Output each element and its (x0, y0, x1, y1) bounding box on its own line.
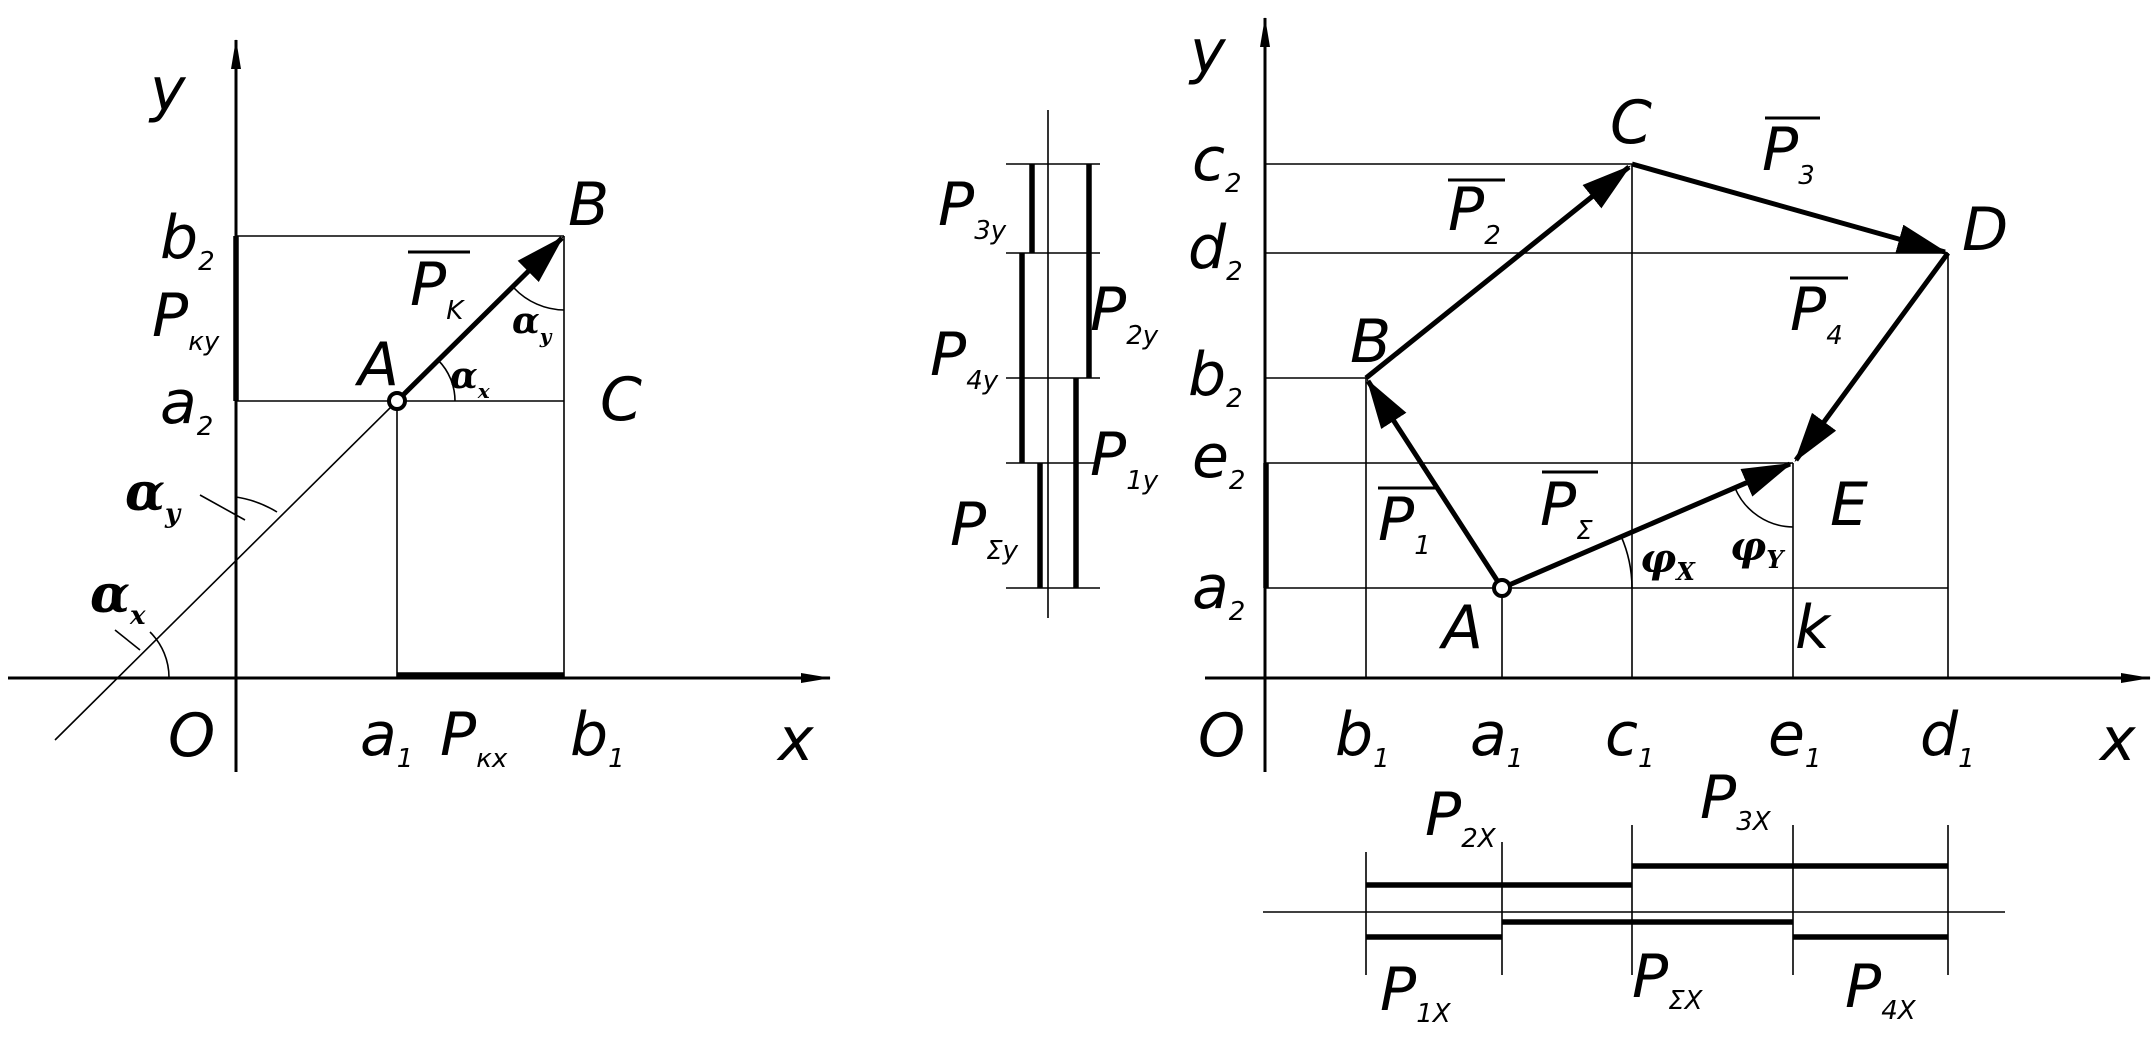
right-label-k: k (1795, 593, 1832, 663)
right-vector-p2 (1364, 165, 1631, 380)
middle-label-p3y: P3y (938, 170, 1007, 246)
left-label-pky: Pку (152, 281, 220, 357)
right-label-a2: a2 (1192, 553, 1245, 627)
left-label-alpha-x-side: αx (90, 564, 146, 631)
right-label-d2: d2 (1188, 213, 1243, 287)
left-extension-line (54, 400, 398, 741)
left-point-a (387, 391, 407, 411)
right-label-b: B (1350, 307, 1391, 377)
right-label-a: A (1438, 593, 1483, 663)
right-point-a (1492, 578, 1512, 598)
right-label-a1: a1 (1470, 700, 1523, 774)
right-label-e: E (1830, 470, 1868, 540)
bottom-diagram: P2X P3X P1X PΣX P4X (1263, 763, 2005, 1029)
right-label-c: C (1610, 88, 1652, 158)
middle-diagram: P3y P2y P4y P1y PΣy (930, 110, 1159, 618)
left-leader-alpha-x (114, 629, 141, 651)
right-vector-p4 (1793, 251, 1951, 463)
right-label-p1: P1 (1378, 485, 1431, 561)
left-label-a2: a2 (160, 368, 213, 442)
right-diagram: y x O C D B E A k c2 d2 b2 e2 a2 b1 a1 c… (1188, 17, 2151, 775)
bottom-label-p4x: P4X (1845, 952, 1917, 1026)
left-label-b2: b2 (160, 203, 215, 277)
left-arc-alpha-y (513, 287, 565, 311)
right-vector-p1 (1365, 378, 1505, 590)
right-label-psum: PΣ (1540, 470, 1593, 546)
left-arc-alpha-x-side (149, 631, 170, 679)
right-label-y: y (1188, 17, 1227, 87)
left-label-pkx: Pкх (440, 700, 508, 774)
right-label-origin: O (1198, 701, 1245, 771)
left-vector-pk (395, 236, 564, 403)
right-label-b2: b2 (1188, 340, 1243, 414)
middle-label-psy: PΣy (950, 490, 1019, 566)
left-label-c: C (600, 365, 642, 435)
left-label-y: y (148, 55, 187, 125)
left-label-x: x (776, 705, 814, 775)
right-arc-phi-y (1734, 487, 1794, 528)
right-label-p3: P3 (1762, 115, 1815, 191)
bottom-label-p3x: P3X (1700, 763, 1772, 837)
left-leader-alpha-y (199, 494, 246, 521)
left-label-a: A (354, 330, 399, 400)
right-label-p2: P2 (1448, 175, 1501, 251)
left-diagram: y x O B A C b2 a2 Pку a1 Pкх b1 PK αy αx… (8, 39, 831, 775)
right-label-c1: c1 (1605, 700, 1655, 774)
right-label-d: D (1962, 195, 2008, 265)
bottom-label-psx: PΣX (1632, 942, 1704, 1016)
left-label-pk: PK (410, 250, 465, 326)
bottom-label-p2x: P2X (1425, 780, 1497, 854)
right-label-e1: e1 (1768, 700, 1821, 774)
middle-label-p4y: P4y (930, 320, 999, 396)
right-label-c2: c2 (1192, 125, 1242, 199)
right-label-phi-y: φY (1730, 523, 1786, 574)
middle-label-p2y: P2y (1090, 275, 1159, 351)
right-label-d1: d1 (1920, 700, 1975, 774)
right-vector-psum (1501, 461, 1793, 591)
right-label-p4: P4 (1790, 275, 1843, 351)
right-label-e2: e2 (1192, 422, 1245, 496)
bottom-label-p1x: P1X (1380, 955, 1452, 1029)
right-label-phi-x: φX (1640, 535, 1696, 586)
left-label-a1: a1 (360, 700, 413, 774)
left-label-b: B (568, 170, 609, 240)
right-label-x: x (2098, 705, 2136, 775)
left-label-alpha-y-top: αy (512, 300, 553, 348)
right-arc-phi-x (1620, 535, 1633, 589)
left-arc-alpha-y-side (235, 496, 278, 513)
left-label-alpha-x-mid: αx (450, 355, 491, 403)
left-label-alpha-y-side: αy (125, 462, 182, 529)
right-vector-p3 (1631, 161, 1948, 255)
left-arc-alpha-x (437, 359, 456, 402)
left-label-b1: b1 (570, 700, 625, 774)
right-label-b1: b1 (1335, 700, 1390, 774)
middle-label-p1y: P1y (1090, 420, 1159, 496)
left-label-origin: O (168, 701, 215, 771)
